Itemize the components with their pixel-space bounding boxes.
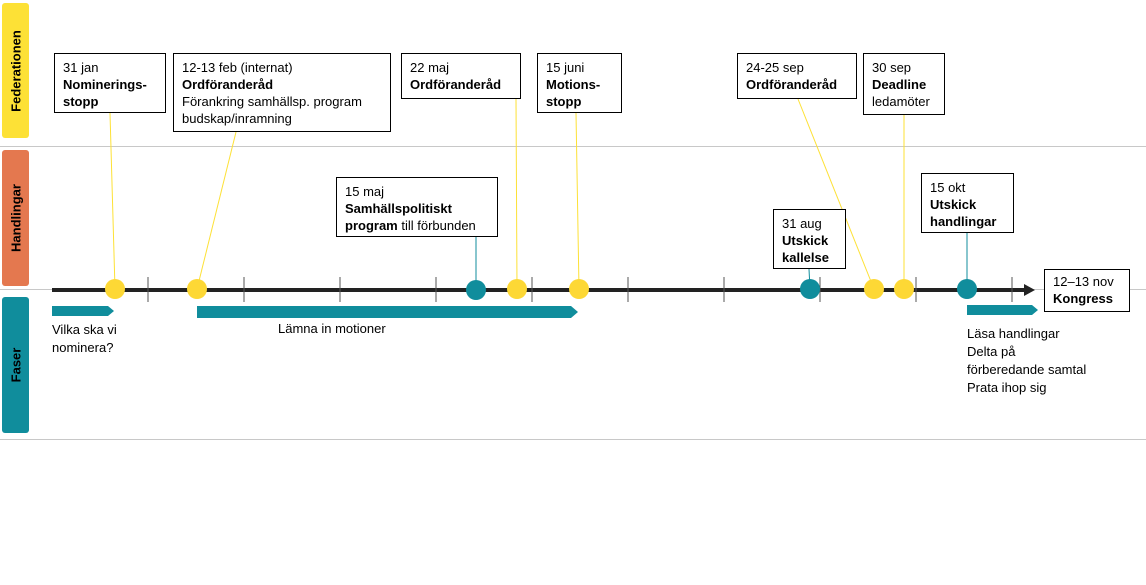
event-detail: budskap/inramning — [182, 111, 292, 126]
event-date: 24-25 sep — [746, 60, 804, 75]
event-utskick-handlingar: 15 okt Utskick handlingar — [921, 173, 1014, 233]
phase-line: Vilka ska vi — [52, 322, 117, 337]
event-title: Motions- — [546, 77, 601, 92]
event-ordforanderad-feb: 12-13 feb (internat) Ordföranderåd Föran… — [173, 53, 391, 132]
event-nomineringsstopp: 31 jan Nominerings- stopp — [54, 53, 166, 113]
event-title: Deadline — [872, 77, 927, 92]
event-title: Ordföranderåd — [746, 77, 838, 92]
marker-22-maj — [507, 279, 527, 299]
phase-arrow-motioner — [197, 306, 578, 318]
event-date: 12–13 nov — [1053, 274, 1114, 289]
event-date: 15 okt — [930, 180, 966, 195]
marker-31-aug — [800, 279, 820, 299]
lane-handlingar: Handlingar — [2, 150, 29, 286]
lane-federationen: Federationen — [2, 3, 29, 138]
event-title-cont: handlingar — [930, 214, 997, 229]
event-date: 30 sep — [872, 60, 912, 75]
marker-15-maj — [466, 280, 486, 300]
connectors-federationen — [109, 98, 905, 290]
event-title: Utskick — [782, 233, 829, 248]
event-date: 12-13 feb (internat) — [182, 60, 293, 75]
marker-15-juni — [569, 279, 589, 299]
event-title-cont: program — [345, 218, 398, 233]
event-kongress: 12–13 nov Kongress — [1044, 269, 1130, 312]
timeline-arrowhead — [1024, 284, 1035, 296]
event-title: Ordföranderåd — [182, 77, 274, 92]
event-detail: ledamöter — [872, 94, 930, 109]
phase-line: Läsa handlingar — [967, 326, 1060, 341]
lane-divider-1 — [0, 146, 1146, 147]
event-title: Ordföranderåd — [410, 77, 502, 92]
event-title-cont: kallelse — [782, 250, 829, 265]
phase-label-nominera: Vilka ska vi nominera? — [52, 321, 117, 357]
marker-24-sep — [864, 279, 884, 299]
connectors-handlingar — [475, 233, 968, 290]
event-date: 15 maj — [345, 184, 385, 199]
event-title-cont: stopp — [546, 94, 582, 109]
event-samhallspolitiskt-program: 15 maj Samhällspolitiskt program till fö… — [336, 177, 498, 237]
event-title-cont: stopp — [63, 94, 99, 109]
event-date: 31 jan — [63, 60, 99, 75]
event-title: Samhällspolitiskt — [345, 201, 452, 216]
event-motionsstopp: 15 juni Motions- stopp — [537, 53, 622, 113]
lane-divider-3 — [0, 439, 1146, 440]
event-date: 22 maj — [410, 60, 450, 75]
event-ordforanderad-maj: 22 maj Ordföranderåd — [401, 53, 521, 99]
event-detail: till förbunden — [397, 218, 476, 233]
event-title: Utskick — [930, 197, 977, 212]
timeline-ticks — [147, 277, 1013, 302]
marker-15-okt — [957, 279, 977, 299]
event-title: Kongress — [1053, 291, 1113, 306]
phase-line: förberedande samtal — [967, 362, 1087, 377]
phase-label-motioner: Lämna in motioner — [278, 321, 386, 336]
event-title: Nominerings- — [63, 77, 147, 92]
phase-label-handlingar: Läsa handlingar Delta på förberedande sa… — [967, 325, 1086, 397]
event-ordforanderad-sep: 24-25 sep Ordföranderåd — [737, 53, 857, 99]
marker-30-sep — [894, 279, 914, 299]
phase-line: nominera? — [52, 340, 114, 355]
event-utskick-kallelse: 31 aug Utskick kallelse — [773, 209, 846, 269]
marker-12-feb — [187, 279, 207, 299]
marker-31-jan — [105, 279, 125, 299]
phase-line: Prata ihop sig — [967, 380, 1047, 395]
phase-arrow-nominera — [52, 306, 114, 316]
lane-faser: Faser — [2, 297, 29, 433]
event-date: 31 aug — [782, 216, 822, 231]
phase-arrow-handlingar — [967, 305, 1038, 315]
event-deadline-ledamoter: 30 sep Deadline ledamöter — [863, 53, 945, 115]
event-detail: Förankring samhällsp. program — [182, 94, 362, 109]
phase-line: Delta på — [967, 344, 1016, 359]
event-date: 15 juni — [546, 60, 585, 75]
